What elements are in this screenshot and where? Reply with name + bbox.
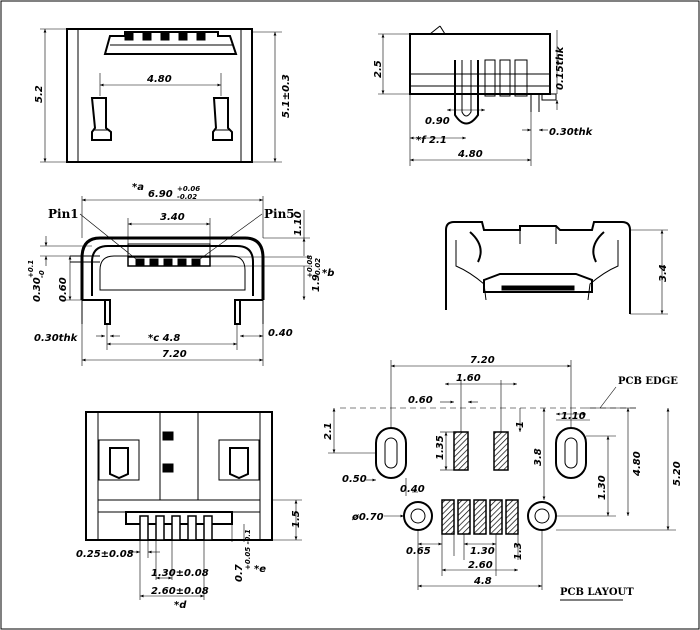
dim-pitch: 1.30±0.08 (151, 568, 209, 579)
pcb-s065: 0.65 (406, 546, 431, 557)
pcb-layout: PCB EDGE 7.20 1.60 0.60 2.1 1.35 1 3.8 1… (323, 355, 683, 601)
dim-front-width: 7.20 (162, 349, 187, 360)
pcb-pad-w: 0.60 (408, 395, 433, 406)
pcb-edge-label: PCB EDGE (618, 376, 678, 387)
pcb-h520: 5.20 (672, 461, 683, 486)
pcb-s050: 0.50 (342, 474, 367, 485)
dim-b-label: *b (322, 268, 334, 279)
dim-d-label: *d (174, 600, 187, 611)
dim-pin-width: 0.90 (425, 116, 450, 127)
front-view: *a 6.90 +0.06 -0.02 Pin1 Pin5 3.40 1.10 … (27, 182, 334, 366)
dim-pin-width-bottom: 0.25±0.08 (76, 549, 134, 560)
dim-shield-thk: 0.15thk (555, 45, 566, 90)
dim-e-value: 0.7 (234, 564, 245, 582)
pcb-s13: 1.3 (513, 542, 524, 560)
dim-left-small-tol: +0.1 (27, 260, 35, 278)
dim-end-height: 3.4 (658, 264, 669, 282)
dim-left-mid: 0.60 (58, 277, 69, 302)
dim-tail-thk: 0.30thk (549, 127, 594, 138)
pcb-pad-h: 1.35 (435, 435, 446, 460)
dim-left-small-tol2: -0 (38, 270, 46, 278)
pcb-pad-gap: 1.60 (456, 373, 481, 384)
pcb-one: 1 (515, 421, 526, 428)
dim-height: 5.2 (34, 85, 45, 103)
dim-span: 2.60±0.08 (151, 586, 209, 597)
pcb-p260: 2.60 (468, 560, 493, 571)
pcb-w48: 4.8 (473, 576, 492, 587)
dim-left-small: 0.30 (32, 277, 43, 302)
pcb-slot-h: 2.1 (323, 422, 334, 440)
dim-top-gap: 1.10 (293, 211, 304, 236)
dim-front-thk: 0.30thk (34, 333, 79, 344)
dim-right-small: 0.40 (268, 328, 293, 339)
pcb-hole: ø0.70 (351, 512, 384, 523)
dim-side-height: 2.5 (373, 60, 384, 78)
dim-a-label: *a (132, 182, 144, 193)
dim-height-tolerance: 5.1±0.3 (281, 74, 292, 118)
pin5-label: Pin5 (264, 207, 295, 221)
dim-a-value: 6.90 (148, 189, 173, 200)
bottom-view: 1.5 0.25±0.08 1.30±0.08 2.60±0.08 *d 0.7… (76, 411, 302, 611)
dim-pin-span: 4.80 (146, 74, 172, 85)
pcb-h480: 4.80 (632, 451, 643, 477)
dim-a-tol-minus: -0.02 (177, 193, 197, 201)
pin1-label: Pin1 (48, 207, 79, 221)
dim-c: *c 4.8 (148, 333, 180, 344)
pcb-h38: 3.8 (533, 448, 544, 466)
pcb-slot-inner: 1.30 (597, 475, 608, 500)
dim-a-tol-plus: +0.06 (177, 185, 200, 193)
pcb-title: PCB LAYOUT (560, 587, 634, 598)
dim-e-tol: +0.05 -0.1 (244, 529, 252, 570)
dim-b-tol-minus: -0.02 (314, 258, 322, 278)
dim-f: *f 2.1 (416, 135, 447, 146)
dim-b-value: 1.9 (311, 274, 322, 292)
dim-bottom-h: 1.5 (291, 510, 302, 528)
pcb-p130: 1.30 (470, 546, 495, 557)
side-profile-view: 2.5 0.15thk 0.90 *f 2.1 0.30thk 4.80 (373, 25, 594, 166)
dim-e-label: *e (254, 564, 266, 575)
pcb-slot-w: 1.10 (561, 411, 586, 422)
pcb-width: 7.20 (470, 355, 495, 366)
top-view: 4.80 5.2 5.1±0.3 (34, 28, 292, 163)
dim-b-tol-plus: +0.08 (306, 255, 314, 278)
pcb-s040: 0.40 (400, 484, 425, 495)
end-view: 3.4 (445, 221, 669, 315)
dim-side-width: 4.80 (457, 149, 483, 160)
dim-inner-width: 3.40 (160, 212, 185, 223)
